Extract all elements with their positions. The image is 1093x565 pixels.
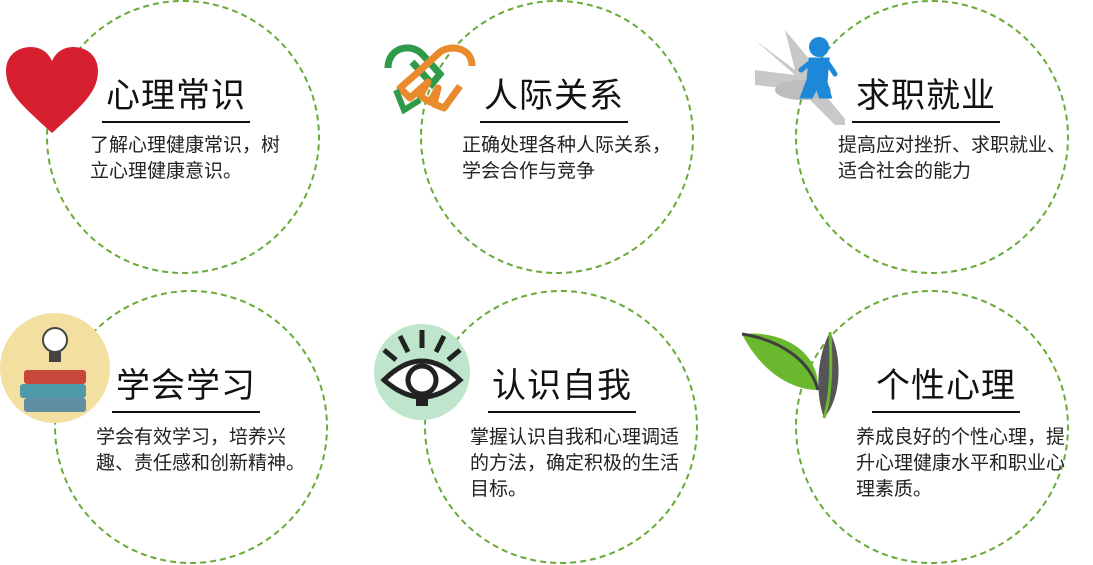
item-6-desc: 养成良好的个性心理，提升心理健康水平和职业心理素质。 xyxy=(856,426,1066,500)
item-3-title: 求职就业 xyxy=(852,68,1000,123)
item-4-desc: 学会有效学习，培养兴趣、责任感和创新精神。 xyxy=(96,426,306,474)
heart-icon xyxy=(6,47,98,133)
circle-5 xyxy=(424,290,698,564)
leaves-icon xyxy=(741,331,839,419)
circle-2 xyxy=(420,0,694,274)
handshake-icon xyxy=(384,44,476,115)
circle-1 xyxy=(46,0,320,274)
item-6-title: 个性心理 xyxy=(872,358,1020,413)
item-2-desc: 正确处理各种人际关系，学会合作与竞争 xyxy=(462,134,672,182)
circle-6 xyxy=(795,290,1069,564)
eye-icon xyxy=(374,324,470,420)
item-5-desc: 掌握认识自我和心理调适的方法，确定积极的生活目标。 xyxy=(470,426,680,500)
item-5-title: 认识自我 xyxy=(488,358,636,413)
item-1-title: 心理常识 xyxy=(102,68,250,123)
person-crossroads-icon xyxy=(755,30,845,125)
item-1-desc: 了解心理健康常识，树立心理健康意识。 xyxy=(90,134,281,182)
item-2-title: 人际关系 xyxy=(480,68,628,123)
circle-4 xyxy=(54,290,328,564)
circle-3 xyxy=(795,0,1069,274)
books-lightbulb-icon xyxy=(0,313,110,423)
item-3-desc: 提高应对挫折、求职就业、适合社会的能力 xyxy=(838,134,1067,182)
item-4-title: 学会学习 xyxy=(112,358,260,413)
